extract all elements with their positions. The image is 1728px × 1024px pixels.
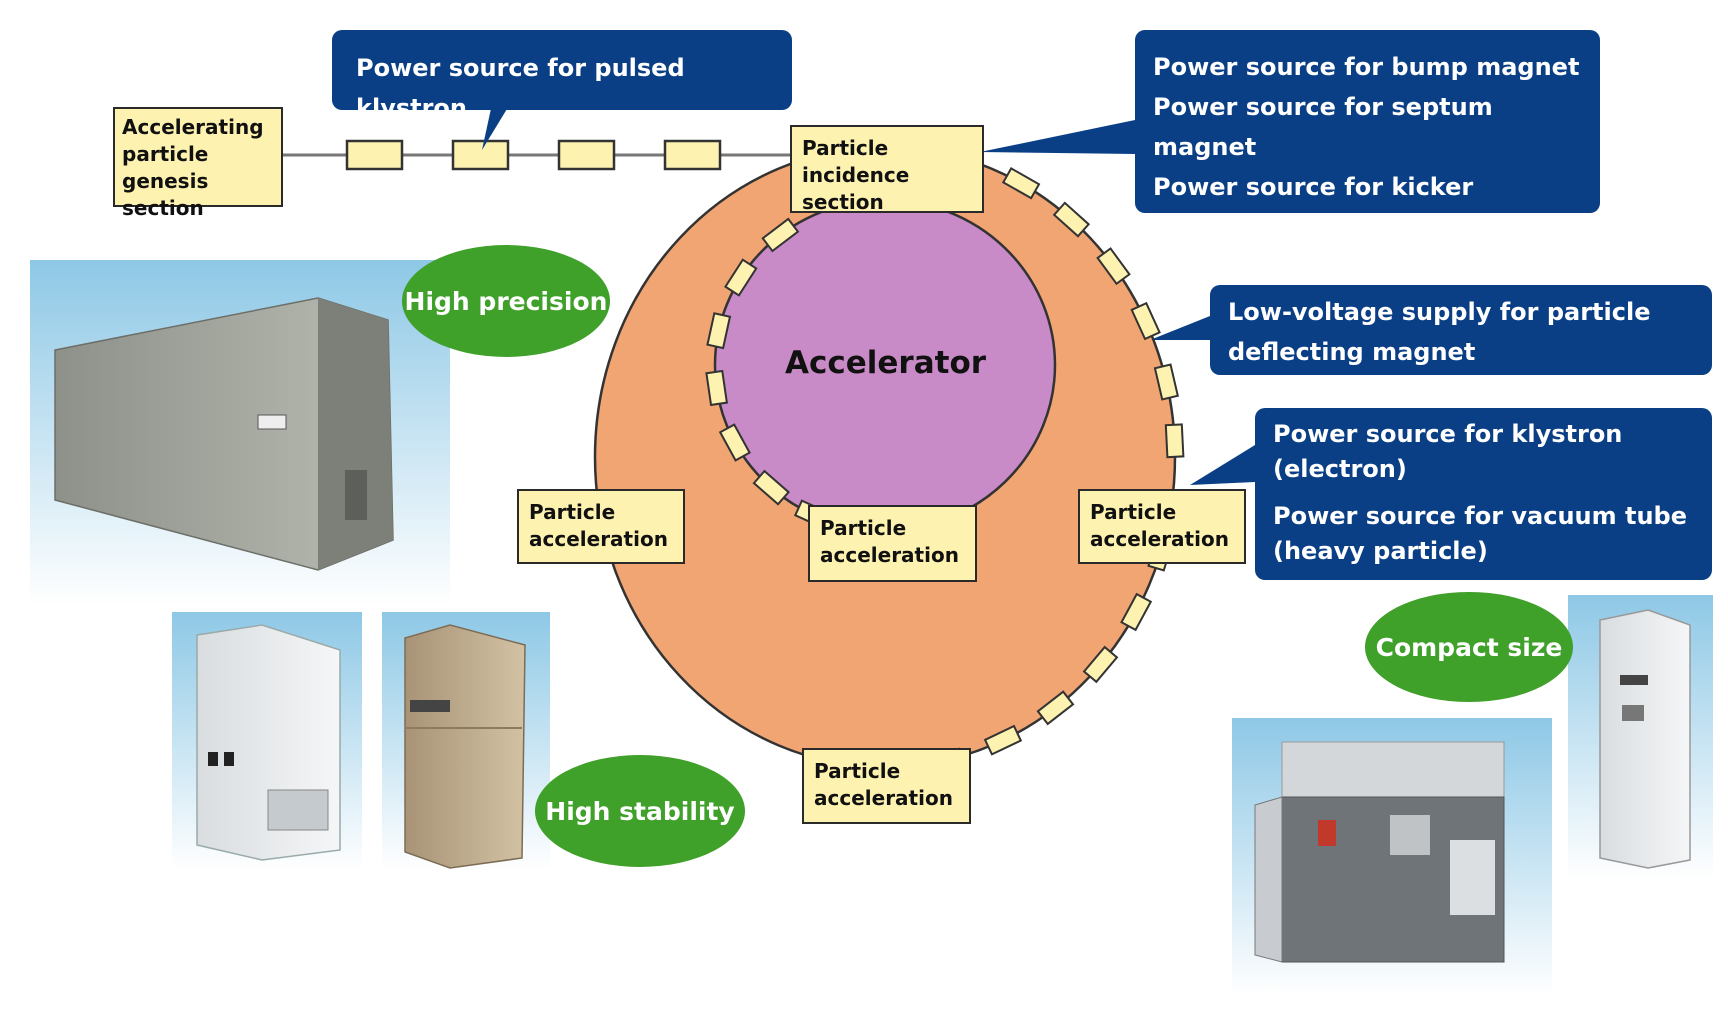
ring-magnet-segment xyxy=(706,312,732,350)
callout-text-kicker: Power source for kicker magnet xyxy=(1153,173,1474,241)
linac-segment xyxy=(663,139,722,171)
linac-segment xyxy=(345,139,404,171)
label-acceleration-left: Particle acceleration xyxy=(517,489,685,564)
ring-magnet-segment xyxy=(1120,592,1153,632)
label-incidence-section: Particle incidence section xyxy=(790,125,984,214)
label-genesis-section: Accelerating particle genesis section xyxy=(113,107,283,220)
callout-text: Power source for pulsed klystron xyxy=(356,54,685,122)
ring-magnet-segment xyxy=(752,469,790,506)
linac-segment xyxy=(451,139,510,171)
callout-text-septum: Power source for septum magnet xyxy=(1153,93,1493,161)
ring-magnet-segment xyxy=(1036,690,1075,726)
callout-pointer xyxy=(1150,316,1210,340)
ring-magnet-segment xyxy=(983,724,1023,756)
photo-open-cabinet xyxy=(1232,718,1552,996)
photo-large-cabinet xyxy=(30,260,450,605)
ring-magnet-segment xyxy=(1001,167,1041,200)
callout-pointer xyxy=(482,104,510,150)
callout-pointer xyxy=(980,120,1135,154)
callout-text: Low-voltage supply for particle deflecti… xyxy=(1228,298,1651,366)
linac-segment xyxy=(557,139,616,171)
callout-klystron-vacuum: Power source for klystron (electron) Pow… xyxy=(1255,408,1712,580)
callout-text-bump: Power source for bump magnet xyxy=(1153,53,1580,81)
callout-text-klystron: Power source for klystron (electron) xyxy=(1273,420,1623,483)
badge-high-stability: High stability xyxy=(535,755,745,867)
ring-magnet-segment xyxy=(1164,423,1185,459)
ring-magnet-segment xyxy=(718,423,751,462)
ring-magnet-segment xyxy=(705,369,728,407)
ring-magnet-segment xyxy=(1130,301,1161,341)
callout-deflecting-magnet: Low-voltage supply for particle deflecti… xyxy=(1210,285,1712,375)
ring-magnet-segment xyxy=(1082,645,1119,684)
callout-magnet-power: Power source for bump magnet Power sourc… xyxy=(1135,30,1600,241)
ring-magnet-segment xyxy=(724,258,758,297)
photo-white-cabinet xyxy=(172,612,362,870)
ring-magnet-segment xyxy=(1096,247,1131,286)
photo-beige-cabinet xyxy=(382,612,550,870)
accelerator-label: Accelerator xyxy=(785,345,987,381)
badge-high-precision: High precision xyxy=(402,245,610,357)
callout-pulsed-klystron: Power source for pulsed klystron xyxy=(332,30,792,122)
photo-tall-cabinet xyxy=(1568,595,1713,880)
ring-magnet-segment xyxy=(1153,363,1180,401)
ring-magnet-segment xyxy=(761,217,800,253)
label-acceleration-right: Particle acceleration xyxy=(1078,489,1246,564)
callout-pointer xyxy=(1190,445,1255,485)
badge-compact-size: Compact size xyxy=(1365,592,1573,702)
label-acceleration-inner: Particle acceleration xyxy=(808,505,977,582)
ring-magnet-segment xyxy=(1052,201,1091,238)
label-acceleration-bottom: Particle acceleration xyxy=(802,748,971,824)
callout-text-vacuum-tube: Power source for vacuum tube (heavy part… xyxy=(1273,502,1688,565)
